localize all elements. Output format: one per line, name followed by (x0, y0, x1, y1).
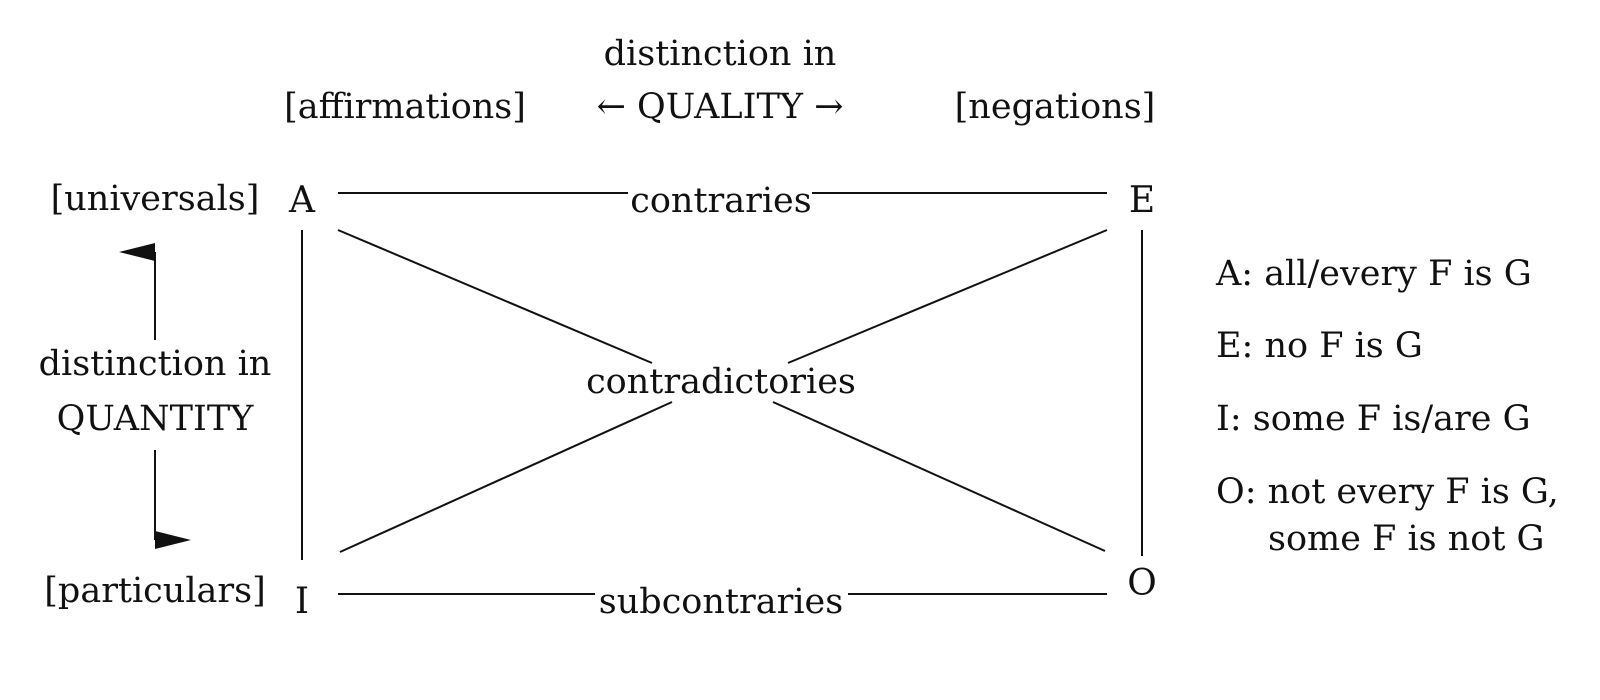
legend-i: I: some F is/are G (1216, 399, 1531, 439)
contradictories-label: contradictories (586, 362, 856, 402)
particulars-label: [particulars] (44, 571, 265, 611)
legend-e: E: no F is G (1216, 326, 1423, 366)
corner-e: E (1129, 180, 1155, 221)
quality-distinction-line2: ← QUALITY → (597, 87, 844, 127)
quality-distinction-line1: distinction in (604, 34, 837, 74)
quantity-distinction-line1: distinction in (39, 344, 272, 384)
contraries-label: contraries (630, 181, 811, 221)
diagonal-e-i-upper (787, 229, 1108, 364)
corner-o: O (1127, 563, 1157, 604)
affirmations-label: [affirmations] (284, 87, 526, 127)
corner-i: I (295, 581, 309, 622)
diagonal-a-o-lower (772, 401, 1106, 552)
universals-label: [universals] (51, 179, 260, 219)
diagonal-a-o-upper (337, 229, 653, 364)
quantity-distinction-line2: QUANTITY (57, 399, 255, 439)
negations-label: [negations] (955, 87, 1156, 127)
legend-a: A: all/every F is G (1215, 254, 1532, 294)
corner-a: A (288, 180, 316, 221)
diagonal-e-i-lower (339, 401, 673, 553)
subcontraries-label: subcontraries (599, 582, 843, 622)
legend-o-line2: some F is not G (1268, 519, 1545, 559)
legend-o-line1: O: not every F is G, (1216, 472, 1559, 512)
